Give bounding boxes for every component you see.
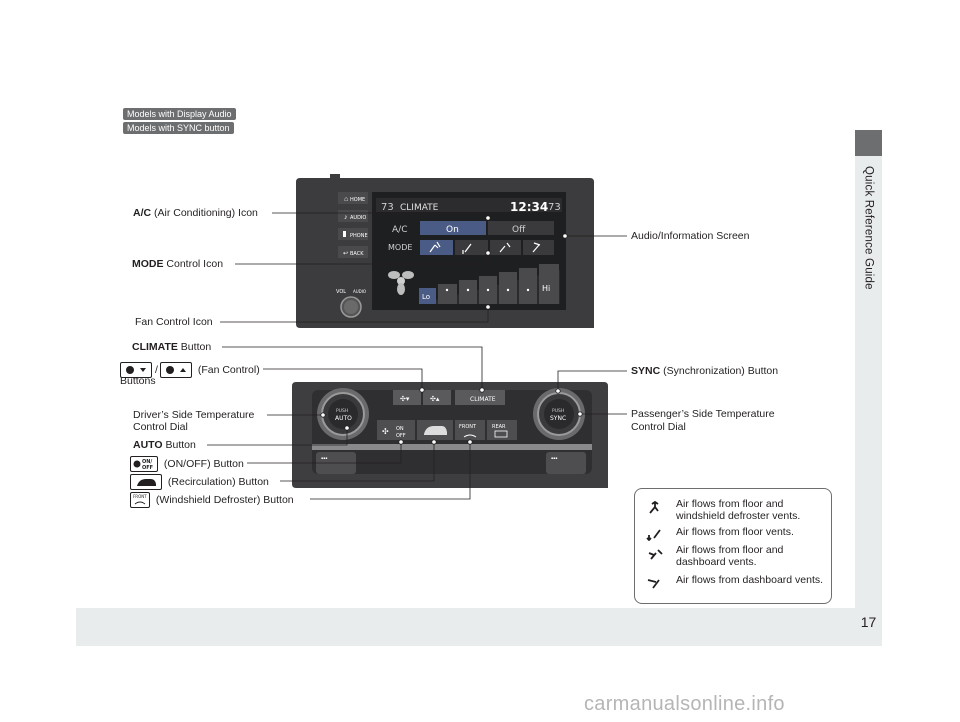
callout-mode-icon: MODE Control Icon xyxy=(132,258,224,270)
legend-text-2: Air flows from floor vents. xyxy=(676,526,794,538)
svg-text:PUSH: PUSH xyxy=(336,408,348,414)
callout-driver-dial-2: Control Dial xyxy=(133,421,188,433)
floor-airflow-icon xyxy=(645,525,665,542)
svg-text:OFF: OFF xyxy=(396,433,406,439)
section-tab xyxy=(855,130,882,156)
fan-up-icon xyxy=(159,362,192,378)
fan-icon xyxy=(388,271,414,295)
ac-onoff-icon: ON/OFF xyxy=(130,456,158,472)
svg-text:CLIMATE: CLIMATE xyxy=(400,203,439,213)
callout-recirculation-button: (Recirculation) Button xyxy=(130,474,269,490)
badge-sync-button: Models with SYNC button xyxy=(123,122,234,134)
callout-sync-button: SYNC (Synchronization) Button xyxy=(631,365,779,377)
display-unit: HOME ⌂ ♪ AUDIO PHONE ↩ BACK VOL AUDIO 73… xyxy=(296,174,594,328)
phone-icon xyxy=(343,231,346,237)
rear-defroster-button xyxy=(487,420,517,440)
section-label: Quick Reference Guide xyxy=(862,166,875,290)
front-defroster-button xyxy=(455,420,485,440)
svg-text:CLIMATE: CLIMATE xyxy=(470,396,496,403)
svg-text:ON/: ON/ xyxy=(142,459,152,465)
callout-fan-control-icon: Fan Control Icon xyxy=(135,316,213,328)
callout-lines xyxy=(207,212,627,500)
callout-onoff-button: ON/OFF (ON/OFF) Button xyxy=(130,456,244,472)
svg-text:Hi: Hi xyxy=(542,284,550,293)
svg-text:▪▪▪: ▪▪▪ xyxy=(551,456,557,462)
svg-text:FRONT: FRONT xyxy=(133,494,147,499)
section-strip xyxy=(855,156,882,646)
page-number: 17 xyxy=(860,614,877,630)
callout-driver-dial-1: Driver’s Side Temperature xyxy=(133,409,255,421)
passenger-seat-heater-button xyxy=(546,452,586,474)
legend-text-3: Air flows from floor and dashboard vents… xyxy=(676,544,784,568)
svg-text:REAR: REAR xyxy=(492,424,506,430)
legend-text-1: Air flows from floor and windshield defr… xyxy=(676,498,801,522)
callout-fan-buttons: / (Fan Control) xyxy=(120,362,260,378)
svg-text:Lo: Lo xyxy=(422,293,430,301)
legend-text-4: Air flows from dashboard vents. xyxy=(676,574,824,586)
music-note-icon: ♪ xyxy=(344,214,348,221)
floor-defrost-airflow-icon xyxy=(645,499,665,515)
callout-passenger-dial-1: Passenger’s Side Temperature xyxy=(631,408,775,420)
callout-auto-button: AUTO Button xyxy=(133,439,196,451)
svg-text:73: 73 xyxy=(381,202,394,213)
svg-text:MODE: MODE xyxy=(388,243,412,252)
callout-defroster-button: FRONT (Windshield Defroster) Button xyxy=(130,492,294,508)
fan-down-button xyxy=(393,390,421,405)
svg-text:✣▴: ✣▴ xyxy=(430,395,440,403)
home-key-label: HOME xyxy=(350,197,365,203)
callout-fan-buttons-line2: Buttons xyxy=(120,375,156,387)
svg-text:FRONT: FRONT xyxy=(459,424,477,430)
fan-up-button xyxy=(423,390,451,405)
windshield-defroster-icon: FRONT xyxy=(130,492,150,508)
callout-audio-screen: Audio/Information Screen xyxy=(631,230,750,242)
svg-text:PHONE: PHONE xyxy=(350,233,368,239)
svg-text:SYNC: SYNC xyxy=(550,415,566,422)
svg-text:✣▾: ✣▾ xyxy=(400,395,410,403)
home-icon: ⌂ xyxy=(344,196,348,203)
watermark: carmanualsonline.info xyxy=(584,693,785,715)
svg-text:AUDIO: AUDIO xyxy=(353,289,366,294)
ac-on-button xyxy=(420,221,486,235)
floor-dash-airflow-icon xyxy=(645,545,665,561)
svg-text:AUTO: AUTO xyxy=(335,415,352,422)
svg-text:OFF: OFF xyxy=(142,465,153,471)
svg-text:BACK: BACK xyxy=(350,251,364,257)
svg-text:PUSH: PUSH xyxy=(552,408,564,414)
svg-text:✣: ✣ xyxy=(382,427,389,436)
fan-down-icon xyxy=(120,362,152,378)
svg-text:▪▪▪: ▪▪▪ xyxy=(321,456,327,462)
recirculation-icon xyxy=(130,474,162,490)
callout-passenger-dial-2: Control Dial xyxy=(631,421,686,433)
dash-airflow-icon xyxy=(645,574,665,590)
climate-control-panel: ✣▾ ✣▴ CLIMATE PUSH AUTO PUSH SYNC ON OFF… xyxy=(292,382,608,488)
svg-text:VOL: VOL xyxy=(336,289,346,295)
svg-text:AUDIO: AUDIO xyxy=(350,215,366,221)
svg-text:73: 73 xyxy=(548,202,561,213)
svg-text:ON: ON xyxy=(396,426,404,432)
svg-text:A/C: A/C xyxy=(392,225,407,235)
callout-climate-button: CLIMATE Button xyxy=(132,341,212,353)
svg-text:12:34: 12:34 xyxy=(510,200,548,214)
ac-off-button xyxy=(488,221,554,235)
svg-text:On: On xyxy=(446,225,459,235)
badge-display-audio: Models with Display Audio xyxy=(123,108,236,120)
airflow-legend: Air flows from floor and windshield defr… xyxy=(634,488,832,604)
callout-ac-icon: A/C (Air Conditioning) Icon xyxy=(133,207,258,219)
svg-text:Off: Off xyxy=(512,225,526,235)
page-footer-band xyxy=(76,608,882,646)
climate-button xyxy=(455,390,505,405)
ac-onoff-button xyxy=(377,420,415,440)
back-arrow-icon: ↩ xyxy=(343,251,348,257)
